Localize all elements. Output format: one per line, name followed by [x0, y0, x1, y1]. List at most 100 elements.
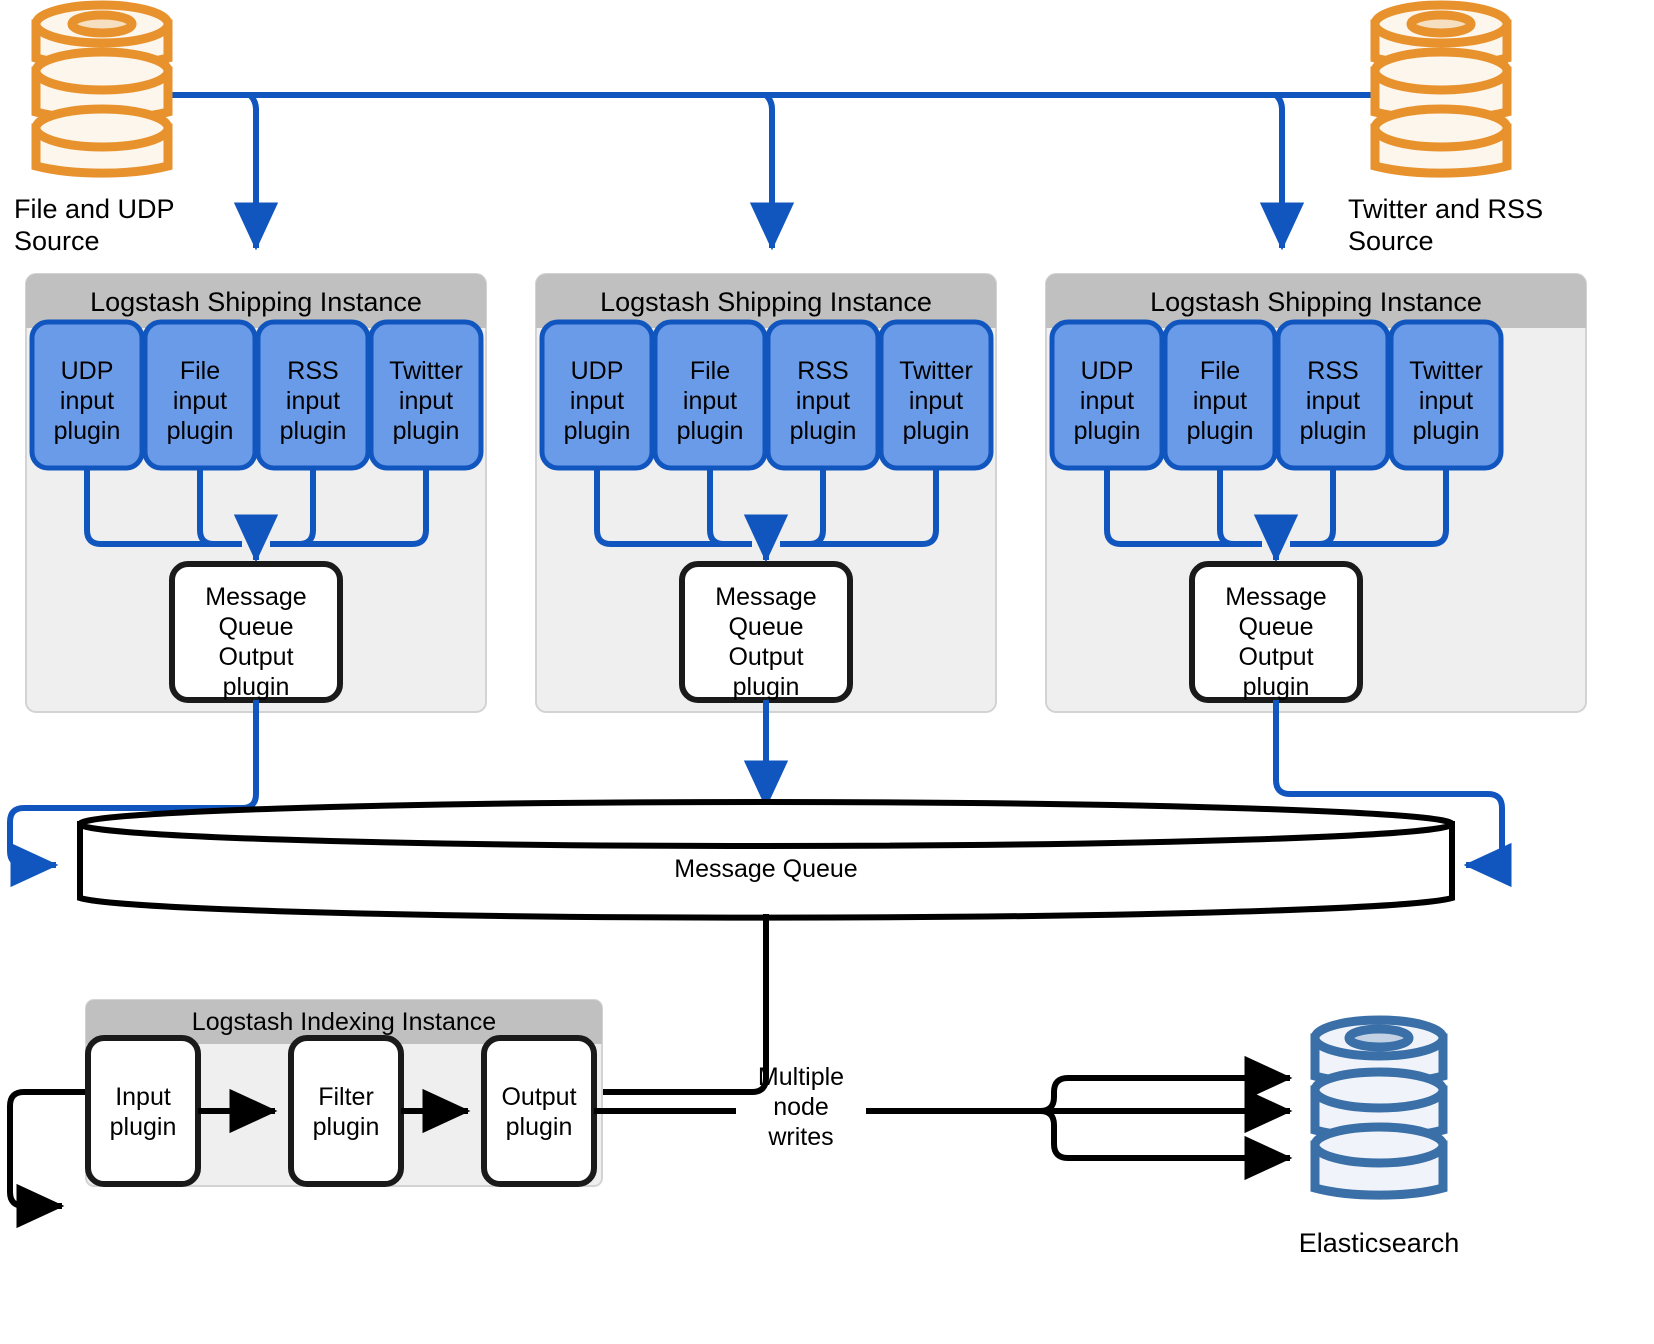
plugin-label-l1: Twitter — [389, 357, 463, 385]
multiple-node-writes-route: Multiple node writes — [594, 1055, 1293, 1181]
plugin-box-twitter-2[interactable]: Twitter input plugin — [878, 319, 994, 471]
plugin-label-l3: plugin — [677, 417, 744, 445]
file-udp-source: File and UDP Source — [14, 0, 175, 256]
plugin-merge-connectors-1 — [84, 468, 429, 563]
elasticsearch-label: Elasticsearch — [1299, 1228, 1460, 1258]
mq-output-label-l3: Output — [728, 643, 803, 671]
plugin-box-file-1[interactable]: File input plugin — [142, 319, 258, 471]
plugin-label-l2: input — [570, 387, 624, 415]
plugin-box-udp-3[interactable]: UDP input plugin — [1049, 319, 1165, 471]
plugin-label-l2: input — [909, 387, 963, 415]
plugin-box-file-2[interactable]: File input plugin — [652, 319, 768, 471]
mq-output-label-l3: Output — [1238, 643, 1313, 671]
shipping-instance-1-header: Logstash Shipping Instance — [90, 287, 422, 317]
stage-label-l1: Input — [115, 1083, 171, 1111]
message-queue[interactable]: Message Queue — [77, 799, 1455, 921]
mq-output-label-l1: Message — [1225, 583, 1326, 611]
stage-label-l1: Output — [501, 1083, 576, 1111]
database-cylinder-icon — [31, 0, 173, 178]
plugin-label-l2: input — [399, 387, 453, 415]
plugin-label-l3: plugin — [1187, 417, 1254, 445]
shipping-instance-1: Logstash Shipping Instance UDP input plu… — [25, 273, 487, 713]
twitter-rss-source-label-line2: Source — [1348, 226, 1434, 256]
plugin-label-l1: File — [180, 357, 220, 385]
twitter-rss-source: Twitter and RSS Source — [1348, 0, 1543, 256]
plugin-box-udp-2[interactable]: UDP input plugin — [539, 319, 655, 471]
source-bus-lines — [168, 92, 1375, 251]
message-queue-output-plugin-3[interactable]: Message Queue Output plugin — [1189, 561, 1363, 703]
plugin-label-l2: input — [796, 387, 850, 415]
elasticsearch[interactable]: Elasticsearch — [1299, 1015, 1460, 1258]
mq-output-label-l2: Queue — [1238, 613, 1313, 641]
message-queue-label: Message Queue — [674, 855, 857, 883]
plugin-label-l2: input — [286, 387, 340, 415]
plugin-label-l1: RSS — [1307, 357, 1358, 385]
plugin-label-l3: plugin — [1413, 417, 1480, 445]
stage-label-l2: plugin — [313, 1113, 380, 1141]
shipping-instance-2: Logstash Shipping Instance UDP input plu… — [535, 273, 997, 713]
multiple-node-writes-label-l3: writes — [767, 1123, 833, 1151]
indexing-instance: Logstash Indexing Instance Input plugin … — [85, 999, 603, 1187]
plugin-label-l2: input — [1080, 387, 1134, 415]
mq-output-label-l4: plugin — [733, 673, 800, 701]
plugin-box-twitter-3[interactable]: Twitter input plugin — [1388, 319, 1504, 471]
plugin-label-l3: plugin — [280, 417, 347, 445]
message-queue-output-plugin-2[interactable]: Message Queue Output plugin — [679, 561, 853, 703]
mq-output-label-l2: Queue — [218, 613, 293, 641]
plugin-box-file-3[interactable]: File input plugin — [1162, 319, 1278, 471]
plugin-label-l1: File — [690, 357, 730, 385]
shipping-instance-2-header: Logstash Shipping Instance — [600, 287, 932, 317]
shipper-to-queue-routes — [7, 700, 1512, 888]
plugin-label-l2: input — [1306, 387, 1360, 415]
plugin-label-l3: plugin — [167, 417, 234, 445]
mq-output-label-l1: Message — [715, 583, 816, 611]
plugin-label-l1: RSS — [797, 357, 848, 385]
plugin-label-l2: input — [683, 387, 737, 415]
plugin-label-l2: input — [1193, 387, 1247, 415]
stage-label-l2: plugin — [110, 1113, 177, 1141]
plugin-box-udp-1[interactable]: UDP input plugin — [29, 319, 145, 471]
plugin-label-l1: UDP — [571, 357, 624, 385]
indexing-stage-input[interactable]: Input plugin — [85, 1035, 201, 1187]
mq-output-label-l1: Message — [205, 583, 306, 611]
plugin-label-l2: input — [60, 387, 114, 415]
plugin-label-l3: plugin — [790, 417, 857, 445]
plugin-label-l1: Twitter — [1409, 357, 1483, 385]
plugin-label-l1: File — [1200, 357, 1240, 385]
plugin-label-l3: plugin — [1074, 417, 1141, 445]
stage-label-l1: Filter — [318, 1083, 374, 1111]
plugin-label-l2: input — [173, 387, 227, 415]
mq-output-label-l4: plugin — [1243, 673, 1310, 701]
plugin-merge-connectors-2 — [594, 468, 939, 563]
indexing-stage-filter[interactable]: Filter plugin — [288, 1035, 404, 1187]
bus-drop-middle — [749, 92, 795, 251]
stage-label-l2: plugin — [506, 1113, 573, 1141]
database-cylinder-icon — [1310, 1015, 1448, 1200]
plugin-label-l3: plugin — [393, 417, 460, 445]
plugin-box-rss-1[interactable]: RSS input plugin — [255, 319, 371, 471]
plugin-merge-connectors-3 — [1104, 468, 1449, 563]
plugin-label-l3: plugin — [54, 417, 121, 445]
twitter-rss-source-label-line1: Twitter and RSS — [1348, 194, 1543, 224]
plugin-box-rss-3[interactable]: RSS input plugin — [1275, 319, 1391, 471]
plugin-label-l3: plugin — [564, 417, 631, 445]
plugin-box-twitter-1[interactable]: Twitter input plugin — [368, 319, 484, 471]
plugin-label-l3: plugin — [1300, 417, 1367, 445]
mq-output-label-l4: plugin — [223, 673, 290, 701]
plugin-box-rss-2[interactable]: RSS input plugin — [765, 319, 881, 471]
plugin-label-l1: Twitter — [899, 357, 973, 385]
plugin-label-l1: UDP — [1081, 357, 1134, 385]
queue-to-indexer-route — [7, 914, 769, 1229]
mq-output-label-l2: Queue — [728, 613, 803, 641]
message-queue-output-plugin-1[interactable]: Message Queue Output plugin — [169, 561, 343, 703]
bus-drop-right — [1259, 92, 1305, 251]
file-udp-source-label-line1: File and UDP — [14, 194, 175, 224]
multiple-node-writes-label-l2: node — [773, 1093, 829, 1121]
indexing-instance-header: Logstash Indexing Instance — [192, 1008, 496, 1036]
plugin-label-l3: plugin — [903, 417, 970, 445]
plugin-label-l1: RSS — [287, 357, 338, 385]
indexing-stage-output[interactable]: Output plugin — [481, 1035, 597, 1187]
file-udp-source-label-line2: Source — [14, 226, 100, 256]
